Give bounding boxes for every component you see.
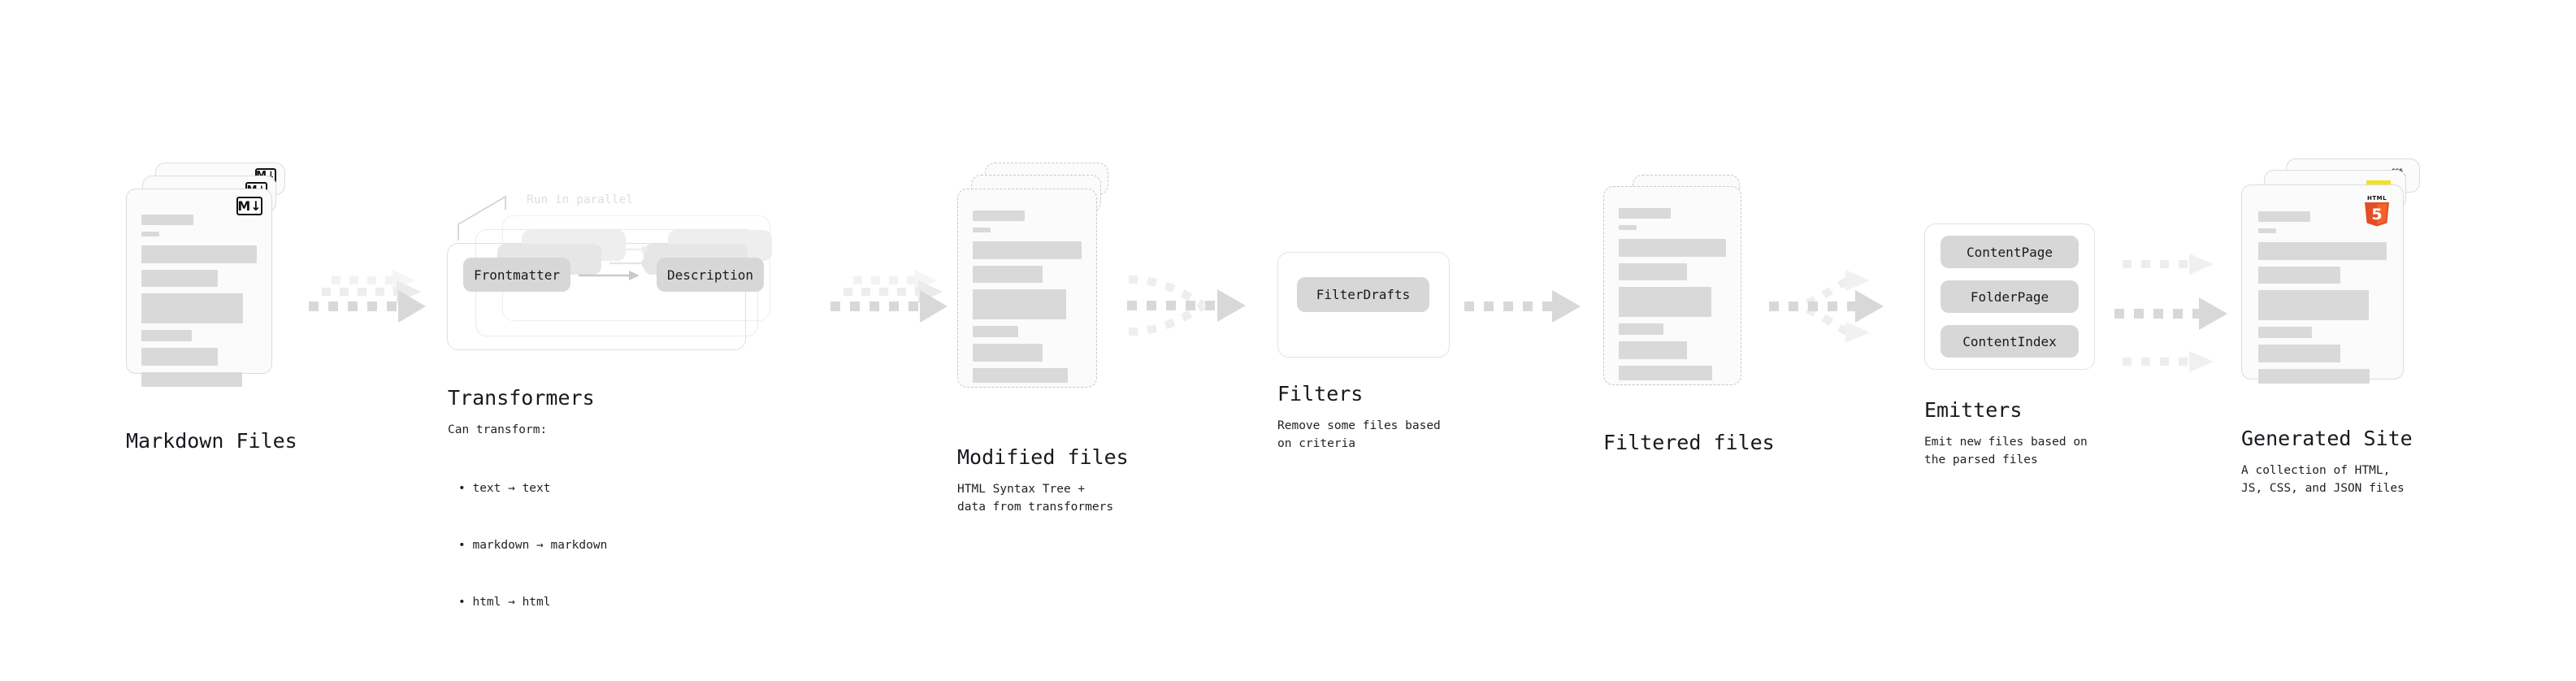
markdown-icon: M↓ xyxy=(236,197,262,215)
triple-dashed-arrow-icon xyxy=(830,270,948,323)
emitter-pill-folderpage[interactable]: FolderPage xyxy=(1941,280,2079,313)
connector-emitters-to-site xyxy=(2113,252,2259,382)
filters-group: FilterDrafts xyxy=(1277,252,1452,358)
stage-title-generated-site: Generated Site xyxy=(2241,427,2413,450)
placeholder-line xyxy=(1619,225,1637,230)
run-in-parallel-bracket xyxy=(457,193,546,242)
placeholder-line xyxy=(1619,263,1688,280)
stage-title-emitters: Emitters xyxy=(1924,398,2023,422)
modified-files-stack xyxy=(957,163,1132,414)
transformers-bullet-item: • markdown → markdown xyxy=(458,538,608,552)
modified-file-card-front xyxy=(957,189,1097,388)
placeholder-line xyxy=(2258,228,2276,233)
card-placeholder-lines xyxy=(2258,211,2387,390)
placeholder-line xyxy=(141,245,257,263)
parallel-arrows-icon xyxy=(609,245,650,267)
transformers-bullet-list: • text → text • markdown → markdown • ht… xyxy=(458,442,607,649)
transformers-bullet-item: • html → html xyxy=(458,595,551,609)
connector-md-to-transformers xyxy=(307,268,433,341)
placeholder-line xyxy=(2258,369,2370,384)
placeholder-line xyxy=(973,228,991,232)
generated-site-stack: CSS HTML 5 xyxy=(2241,158,2428,402)
transformers-group: Frontmatter Description xyxy=(447,215,829,362)
card-placeholder-lines xyxy=(973,210,1082,389)
stage-subtitle-emitters: Emit new files based on the parsed files xyxy=(1924,436,2088,466)
svg-text:5: 5 xyxy=(2371,206,2382,223)
markdown-icon-label: M↓ xyxy=(237,197,262,214)
placeholder-line xyxy=(1619,208,1671,219)
transformer-pill-description[interactable]: Description xyxy=(657,258,764,292)
placeholder-line xyxy=(973,344,1043,362)
placeholder-line xyxy=(2258,290,2369,320)
markdown-files-stack: M↓ M↓ M↓ xyxy=(126,163,301,398)
placeholder-line xyxy=(1619,366,1712,380)
emitter-pill-contentindex[interactable]: ContentIndex xyxy=(1941,325,2079,358)
placeholder-line xyxy=(973,326,1019,337)
card-placeholder-lines xyxy=(1619,208,1726,387)
placeholder-line xyxy=(141,215,193,225)
placeholder-line xyxy=(1619,341,1688,359)
emitters-group: ContentPage FolderPage ContentIndex xyxy=(1924,223,2103,370)
placeholder-line xyxy=(973,241,1082,259)
connector-filtered-to-emitters xyxy=(1767,268,1914,358)
stage-title-filtered-files: Filtered files xyxy=(1603,431,1775,454)
connector-modified-to-filters xyxy=(1125,268,1264,349)
html5-icon: HTML 5 xyxy=(2365,195,2389,227)
placeholder-line xyxy=(141,270,218,287)
stage-subtitle-generated-site: A collection of HTML, JS, CSS, and JSON … xyxy=(2241,464,2405,495)
placeholder-line xyxy=(973,266,1043,283)
placeholder-line xyxy=(2258,242,2387,260)
transformers-bullet-item: • text → text xyxy=(458,482,551,496)
stage-title-filters: Filters xyxy=(1277,382,1364,406)
connector-transformers-to-modified xyxy=(829,268,955,341)
stage-title-modified-files: Modified files xyxy=(957,445,1129,469)
arrow-right-icon xyxy=(579,271,640,280)
placeholder-line xyxy=(141,232,159,236)
filtered-file-card-front xyxy=(1603,186,1741,385)
placeholder-line xyxy=(141,293,243,323)
emitter-pill-contentpage[interactable]: ContentPage xyxy=(1941,236,2079,268)
placeholder-line xyxy=(141,372,242,387)
placeholder-line xyxy=(2258,267,2341,284)
stage-subtitle-filters: Remove some files based on criteria xyxy=(1277,419,1441,450)
placeholder-line xyxy=(973,210,1025,221)
placeholder-line xyxy=(973,368,1068,383)
triple-dashed-arrow-icon xyxy=(2114,254,2227,372)
run-in-parallel-label: Run in parallel xyxy=(527,193,633,206)
placeholder-line xyxy=(973,289,1067,319)
placeholder-line xyxy=(1619,239,1726,257)
placeholder-line xyxy=(141,330,193,341)
diverging-dashed-arrow-icon xyxy=(1769,270,1884,343)
filtered-files-stack xyxy=(1603,175,1778,419)
stage-subtitle-transformers: Can transform: xyxy=(448,423,548,436)
card-placeholder-lines xyxy=(141,215,257,393)
transformer-pill-frontmatter[interactable]: Frontmatter xyxy=(463,258,570,292)
emitters-box xyxy=(1924,223,2095,370)
triple-dashed-arrow-icon xyxy=(309,270,426,323)
markdown-file-card-front: M↓ xyxy=(126,189,272,387)
placeholder-line xyxy=(1619,323,1664,335)
filter-pill-filterdrafts[interactable]: FilterDrafts xyxy=(1297,277,1429,312)
svg-text:HTML: HTML xyxy=(2367,195,2387,202)
placeholder-line xyxy=(2258,345,2341,362)
placeholder-line xyxy=(141,348,218,366)
placeholder-line xyxy=(2258,327,2313,338)
filters-box xyxy=(1277,252,1450,358)
placeholder-line xyxy=(1619,287,1711,317)
stage-title-transformers: Transformers xyxy=(448,386,595,410)
dashed-arrow-icon xyxy=(1464,290,1581,323)
stage-subtitle-modified-files: HTML Syntax Tree + data from transformer… xyxy=(957,483,1114,514)
stage-title-markdown-files: Markdown Files xyxy=(126,429,297,453)
bracket-icon xyxy=(458,195,506,241)
generated-file-card-html: HTML 5 xyxy=(2241,184,2404,384)
connector-filters-to-filtered xyxy=(1463,288,1597,337)
converging-dashed-arrow-icon xyxy=(1127,275,1246,336)
placeholder-line xyxy=(2258,211,2310,222)
